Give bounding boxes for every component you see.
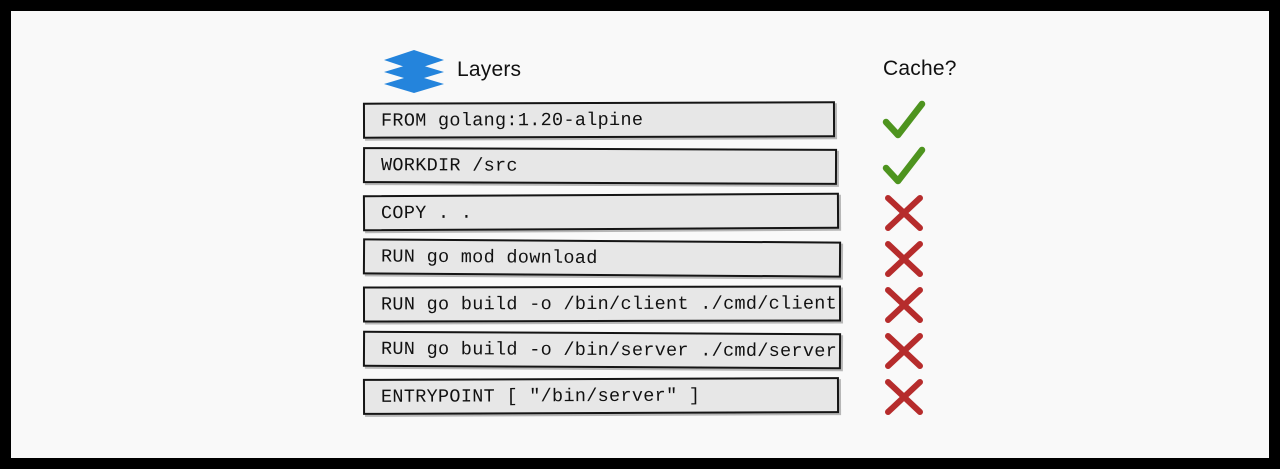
layer-row: RUN go build -o /bin/server ./cmd/server (11, 330, 1269, 370)
layer-instruction-box[interactable]: RUN go build -o /bin/client ./cmd/client (362, 285, 842, 323)
layers-stack-icon (383, 47, 445, 93)
layer-instruction-text: RUN go mod download (380, 246, 598, 269)
layer-row: COPY . . (11, 192, 1269, 232)
red-cross-icon (877, 232, 931, 286)
layer-instruction-box[interactable]: ENTRYPOINT [ "/bin/server" ] (362, 377, 840, 415)
red-cross-icon (877, 186, 931, 240)
red-cross-icon (877, 324, 931, 378)
layer-instruction-text: RUN go build -o /bin/server ./cmd/server (380, 338, 838, 362)
layer-instruction-text: WORKDIR /src (380, 154, 518, 177)
layer-instruction-box[interactable]: WORKDIR /src (362, 147, 838, 185)
cache-column-header: Cache? (883, 57, 957, 80)
layer-instruction-box[interactable]: COPY . . (362, 192, 840, 232)
layer-row: RUN go build -o /bin/client ./cmd/client (11, 285, 1269, 323)
layer-instruction-text: FROM golang:1.20-alpine (380, 109, 644, 132)
layer-row: RUN go mod download (11, 238, 1269, 278)
layer-instruction-box[interactable]: FROM golang:1.20-alpine (362, 101, 836, 139)
green-check-icon (877, 94, 931, 148)
layer-instruction-box[interactable]: RUN go mod download (362, 238, 842, 278)
layer-instruction-text: ENTRYPOINT [ "/bin/server" ] (380, 385, 701, 408)
layers-column-header: Layers (383, 45, 521, 95)
red-cross-icon (877, 278, 931, 332)
layer-row: ENTRYPOINT [ "/bin/server" ] (11, 377, 1269, 415)
layer-row: FROM golang:1.20-alpine (11, 100, 1269, 139)
green-check-icon (877, 140, 931, 194)
layer-instruction-text: COPY . . (380, 202, 473, 224)
layers-column-label: Layers (457, 58, 522, 81)
layer-instruction-text: RUN go build -o /bin/client ./cmd/client (380, 293, 838, 315)
layer-row: WORKDIR /src (11, 146, 1269, 185)
layer-instruction-box[interactable]: RUN go build -o /bin/server ./cmd/server (362, 330, 842, 370)
red-cross-icon (877, 370, 931, 424)
